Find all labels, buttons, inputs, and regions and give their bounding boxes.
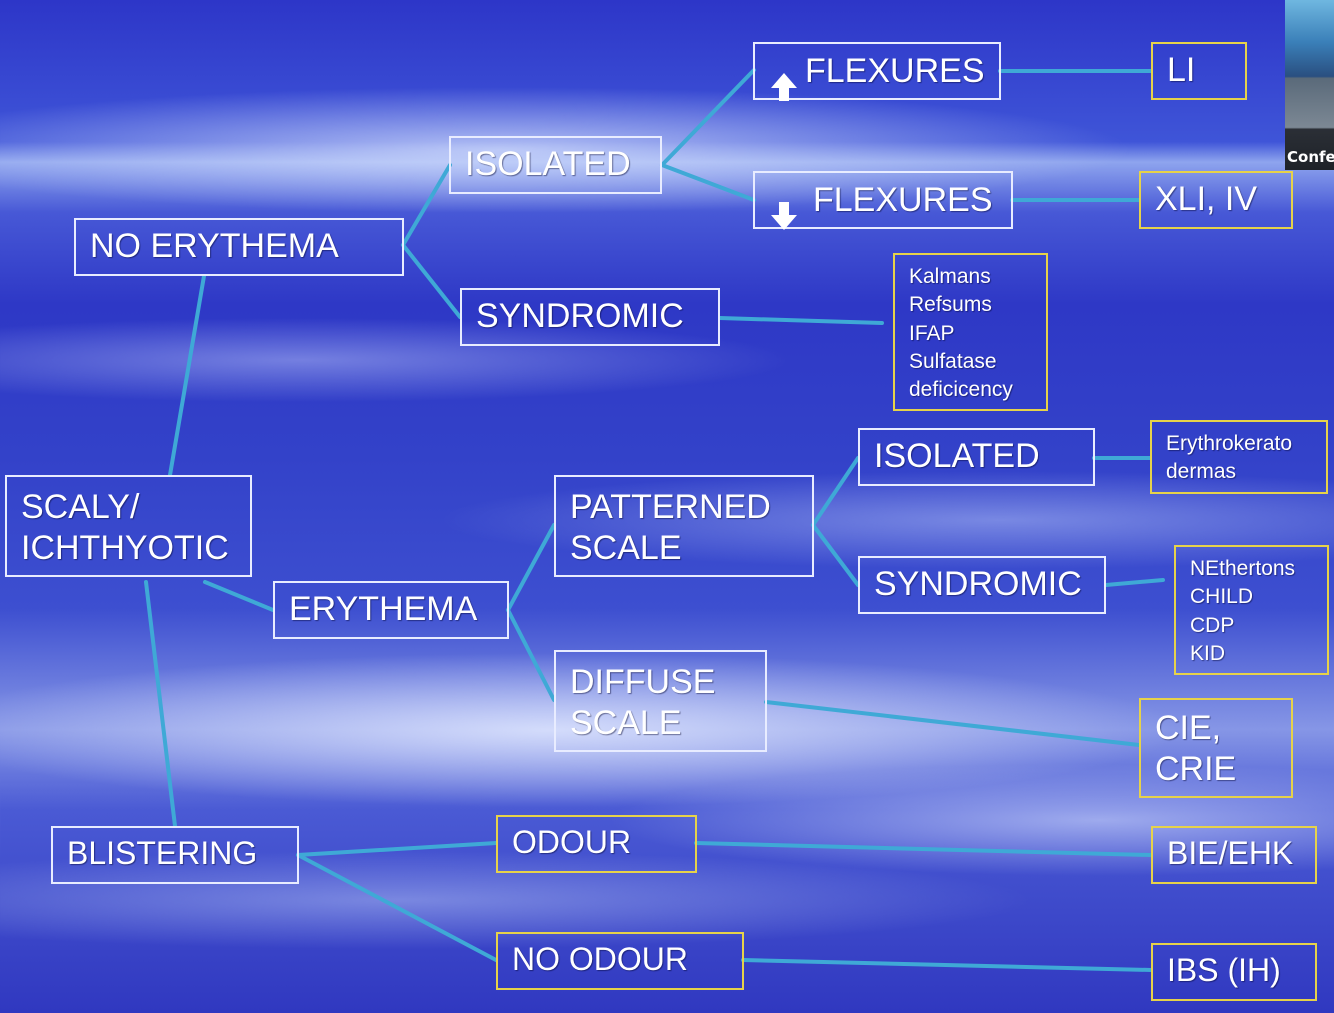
down-flexures-label: FLEXURES (813, 180, 993, 221)
node-up-flexures: FLEXURES (753, 42, 1001, 100)
up-flexures-label: FLEXURES (805, 51, 985, 92)
node-isolated-top: ISOLATED (449, 136, 662, 194)
thumbnail-label: Confe (1287, 148, 1334, 166)
node-down-flexures: FLEXURES (753, 171, 1013, 229)
node-netherton-list: NEthertons CHILD CDP KID (1174, 545, 1329, 675)
node-erythema: ERYTHEMA (273, 581, 509, 639)
node-blistering: BLISTERING (51, 826, 299, 884)
node-xli-iv: XLI, IV (1139, 171, 1293, 229)
node-erythrokeratodermas: Erythrokerato dermas (1150, 420, 1328, 494)
node-ibs-ih: IBS (IH) (1151, 943, 1317, 1001)
node-no-odour: NO ODOUR (496, 932, 744, 990)
node-odour: ODOUR (496, 815, 697, 873)
node-syndromic-mid: SYNDROMIC (858, 556, 1106, 614)
node-cie-crie: CIE, CRIE (1139, 698, 1293, 798)
node-isolated-mid: ISOLATED (858, 428, 1095, 486)
node-no-erythema: NO ERYTHEMA (74, 218, 404, 276)
node-patterned-scale: PATTERNED SCALE (554, 475, 814, 577)
node-li: LI (1151, 42, 1247, 100)
node-syndromic-top: SYNDROMIC (460, 288, 720, 346)
node-diffuse-scale: DIFFUSE SCALE (554, 650, 767, 752)
node-scaly-ichthyotic: SCALY/ ICHTHYOTIC (5, 475, 252, 577)
node-syndromic-list: Kalmans Refsums IFAP Sulfatase deficicen… (893, 253, 1048, 411)
arrow-down-icon (769, 159, 799, 242)
node-bie-ehk: BIE/EHK (1151, 826, 1317, 884)
video-conference-thumbnail[interactable]: Confe (1285, 0, 1334, 170)
arrow-up-icon (769, 30, 799, 113)
